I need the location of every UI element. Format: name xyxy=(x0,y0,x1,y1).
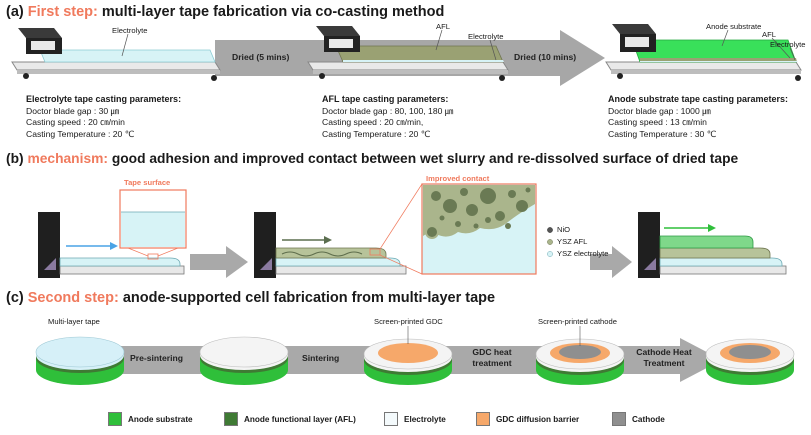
legend-nio: NiO xyxy=(557,225,571,234)
mechanism-stage-1 xyxy=(38,189,187,278)
doctor-blade-3 xyxy=(612,24,656,52)
stage2-params: AFL tape casting parameters: Doctor blad… xyxy=(322,94,453,140)
electrolyte-swatch xyxy=(384,412,398,426)
section-b-arrow-1 xyxy=(190,246,248,278)
stage2-afl-label: AFL xyxy=(436,22,450,31)
legend-label: Electrolyte xyxy=(404,414,446,424)
tape-surface-label: Tape surface xyxy=(124,178,171,187)
dried-5-label: Dried (5 mins) xyxy=(232,52,290,62)
stage2-params-title: AFL tape casting parameters: xyxy=(322,94,449,104)
section-b-graphics xyxy=(38,183,787,278)
gdc-swatch xyxy=(476,412,490,426)
section-b-tag: (b) xyxy=(6,151,24,166)
stage2-param: Casting speed : 20 ㎝/min, xyxy=(322,117,424,127)
stage1-param: Casting Temperature : 20 ℃ xyxy=(26,128,135,139)
legend-cathode: Cathode xyxy=(612,412,665,426)
multi-layer-tape-label: Multi-layer tape xyxy=(48,317,100,326)
mechanism-stage-2 xyxy=(254,183,423,278)
section-b-heading: (b) mechanism: good adhesion and improve… xyxy=(6,151,738,166)
section-c-title: anode-supported cell fabrication from mu… xyxy=(118,290,496,306)
legend-anode-substrate: Anode substrate xyxy=(108,412,193,426)
section-b-arrow-2 xyxy=(590,246,632,278)
legend-electrolyte: Electrolyte xyxy=(384,412,446,426)
stage3-params: Anode substrate tape casting parameters:… xyxy=(608,94,788,140)
legend-gdc: GDC diffusion barrier xyxy=(476,412,579,426)
stage1-param: Casting speed : 20 ㎝/min xyxy=(26,117,125,127)
doctor-blade-1 xyxy=(18,28,62,54)
stage3-param: Casting Temperature : 30 ℃ xyxy=(608,128,717,139)
cathode-swatch xyxy=(612,412,626,426)
cell-disc-4 xyxy=(535,338,625,385)
stage2-electrolyte-label: Electrolyte xyxy=(468,32,504,41)
cell-disc-1 xyxy=(35,336,125,385)
anode-substrate-swatch xyxy=(108,412,122,426)
casting-bed-3 xyxy=(605,24,802,81)
legend-label: Anode substrate xyxy=(128,414,193,424)
legend-ysz-afl: YSZ AFL xyxy=(557,237,588,246)
step-pre-sintering: Pre-sintering xyxy=(130,353,184,363)
section-a-tag: (a) xyxy=(6,4,24,20)
cell-disc-3 xyxy=(363,338,453,385)
improved-contact-zoom xyxy=(421,183,537,275)
stage1-params: Electrolyte tape casting parameters: Doc… xyxy=(26,94,181,140)
step-cathode-heat-treatment: Cathode Heat Treatment xyxy=(636,347,692,368)
section-a-highlight: First step: xyxy=(27,4,98,20)
stage3-electrolyte-label: Electrolyte xyxy=(770,40,806,49)
cell-disc-2 xyxy=(199,336,289,385)
section-c-heading: (c) Second step: anode-supported cell fa… xyxy=(6,290,495,306)
cell-disc-5 xyxy=(705,338,795,385)
step-sintering: Sintering xyxy=(302,353,340,363)
section-c-highlight: Second step: xyxy=(27,290,119,306)
mechanism-stage-3 xyxy=(638,212,787,278)
legend-label: Cathode xyxy=(632,414,665,424)
stage3-params-title: Anode substrate tape casting parameters: xyxy=(608,94,789,104)
legend-afl: Anode functional layer (AFL) xyxy=(224,412,356,426)
stage3-param: Casting speed : 13 ㎝/min xyxy=(608,117,707,127)
section-c-graphics xyxy=(35,326,795,385)
stage3-anode-label: Anode substrate xyxy=(706,22,762,31)
section-b-highlight: mechanism: xyxy=(27,151,108,166)
stage2-param: Doctor blade gap : 80, 100, 180 ㎛ xyxy=(322,105,454,116)
dried-10-label: Dried (10 mins) xyxy=(514,52,577,62)
section-a-title: multi-layer tape fabrication via co-cast… xyxy=(97,4,445,20)
screen-printed-gdc-label: Screen-printed GDC xyxy=(374,317,443,326)
afl-swatch xyxy=(224,412,238,426)
stage3-afl-label: AFL xyxy=(762,30,776,39)
stage1-params-title: Electrolyte tape casting parameters: xyxy=(26,94,182,104)
step-gdc-heat-treatment: GDC heat treatment xyxy=(472,347,512,368)
casting-bed-1 xyxy=(11,28,221,81)
casting-bed-2 xyxy=(307,26,509,81)
section-b-title: good adhesion and improved contact betwe… xyxy=(107,151,739,166)
doctor-blade-2 xyxy=(316,26,360,52)
legend-label: GDC diffusion barrier xyxy=(496,414,580,424)
section-a-graphics xyxy=(11,24,802,86)
screen-printed-cathode-label: Screen-printed cathode xyxy=(538,317,617,326)
section-c-tag: (c) xyxy=(6,290,24,306)
section-a-heading: (a) First step: multi-layer tape fabrica… xyxy=(6,4,444,20)
stage1-electrolyte-label: Electrolyte xyxy=(112,26,148,35)
stage2-param: Casting Temperature : 20 ℃ xyxy=(322,128,431,139)
legend-ysz-electrolyte: YSZ electrolyte xyxy=(557,249,609,258)
legend-label: Anode functional layer (AFL) xyxy=(244,414,356,424)
improved-contact-label: Improved contact xyxy=(426,174,490,183)
stage3-param: Doctor blade gap : 1000 ㎛ xyxy=(608,105,711,116)
stage1-param: Doctor blade gap : 30 ㎛ xyxy=(26,105,120,116)
